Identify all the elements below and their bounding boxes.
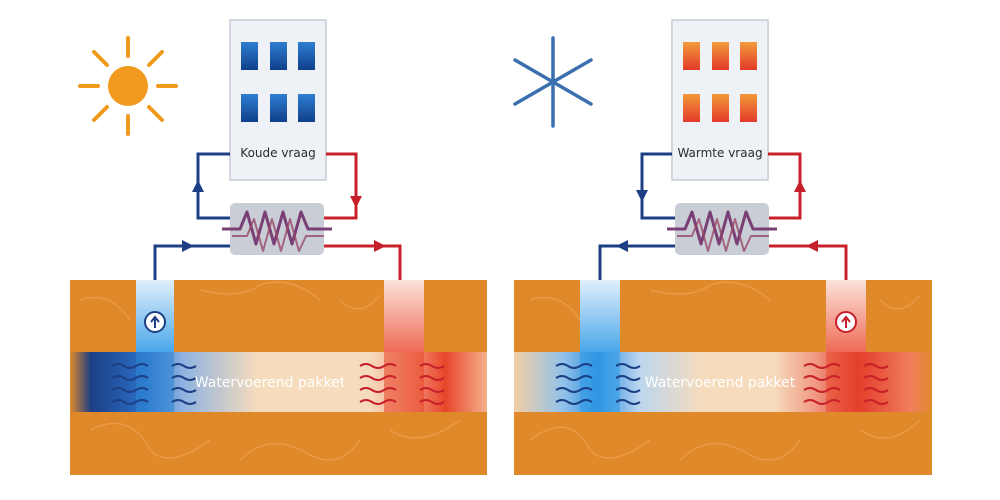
snowflake-icon xyxy=(513,36,593,128)
building: Warmte vraag xyxy=(671,19,769,181)
summer-panel: Koude vraag xyxy=(70,19,487,475)
building-windows xyxy=(241,42,315,122)
heat-exchanger xyxy=(222,203,332,255)
cold-well xyxy=(580,280,620,352)
warm-well xyxy=(384,280,424,352)
building: Koude vraag xyxy=(229,19,327,181)
flow-up-icon xyxy=(144,311,166,333)
heat-exchanger xyxy=(667,203,777,255)
warm-flow-waves xyxy=(803,363,889,405)
warm-flow-waves xyxy=(359,363,445,405)
building-label: Koude vraag xyxy=(240,146,315,160)
aquifer-label: Watervoerend pakket xyxy=(195,375,346,391)
sun-icon xyxy=(78,36,178,136)
winter-panel: Warmte vraag xyxy=(513,19,932,475)
building-label: Warmte vraag xyxy=(677,146,762,160)
building-windows xyxy=(683,42,757,122)
cold-flow-waves xyxy=(555,363,641,405)
aquifer-label: Watervoerend pakket xyxy=(645,375,796,391)
cold-flow-waves xyxy=(111,363,197,405)
flow-up-icon xyxy=(835,311,857,333)
